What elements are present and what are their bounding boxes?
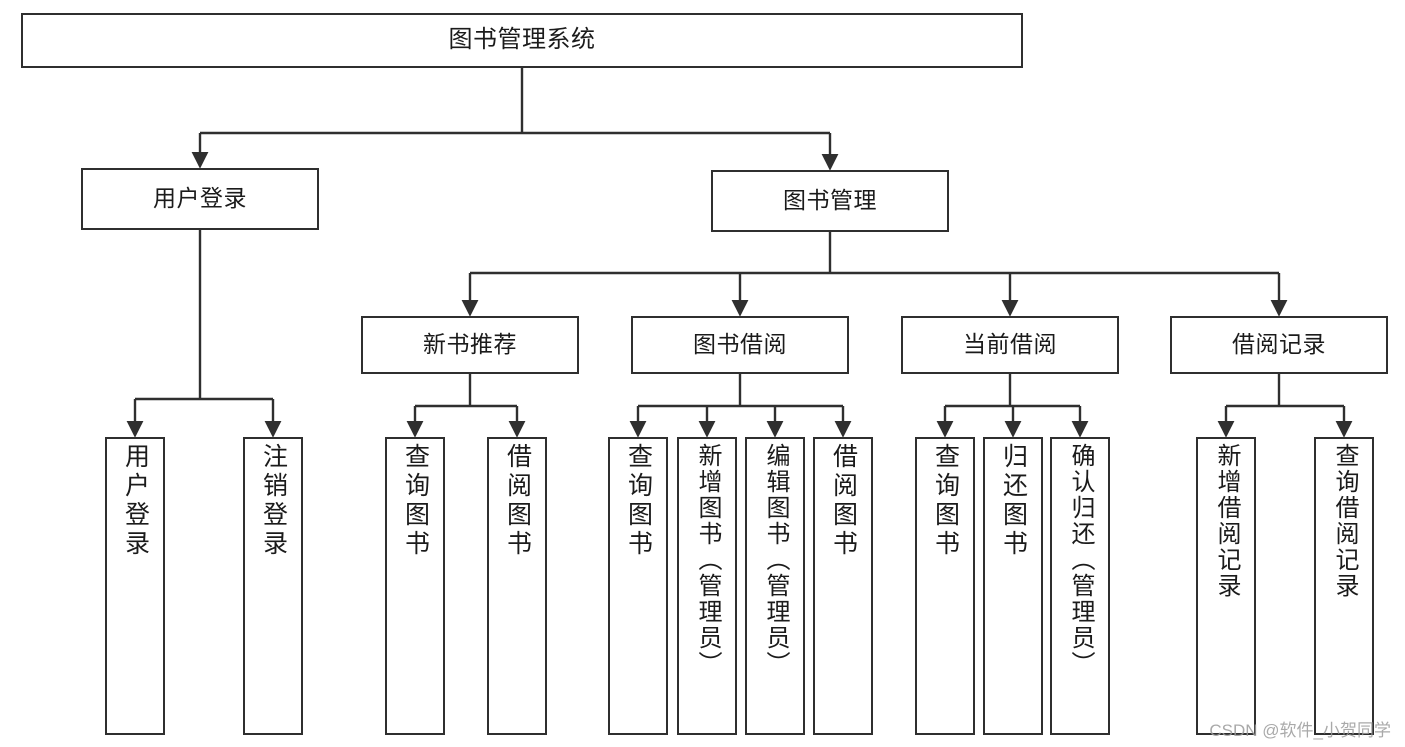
- node-label: 注销登录: [259, 443, 288, 559]
- csdn-watermark: CSDN @软件_小贺同学: [1209, 721, 1391, 740]
- node-label: 借阅图书: [829, 443, 858, 559]
- node-label: 查询图书: [401, 443, 430, 559]
- node-label: 查询图书: [931, 443, 960, 559]
- node-leaf1[interactable]: 用户登录: [105, 437, 165, 735]
- node-label: 图书借阅: [693, 331, 787, 358]
- node-root[interactable]: 图书管理系统: [21, 13, 1023, 68]
- node-bookmgmt[interactable]: 图书管理: [711, 170, 949, 232]
- node-label: 借阅记录: [1232, 331, 1326, 358]
- node-label: 新书推荐: [423, 331, 517, 358]
- node-login[interactable]: 用户登录: [81, 168, 319, 230]
- node-current[interactable]: 当前借阅: [901, 316, 1119, 374]
- node-label: 新增图书（管理员）: [694, 443, 721, 677]
- node-label: 查询图书: [624, 443, 653, 559]
- node-label: 图书管理系统: [448, 26, 596, 54]
- node-label: 借阅图书: [503, 443, 532, 559]
- node-label: 用户登录: [121, 443, 150, 559]
- node-leaf13[interactable]: 查询借阅记录: [1314, 437, 1374, 735]
- connector-lines: [126, 68, 1353, 438]
- node-leaf8[interactable]: 借阅图书: [813, 437, 873, 735]
- node-newbook[interactable]: 新书推荐: [361, 316, 579, 374]
- node-label: 新增借阅记录: [1213, 443, 1240, 599]
- node-records[interactable]: 借阅记录: [1170, 316, 1388, 374]
- node-leaf12[interactable]: 新增借阅记录: [1196, 437, 1256, 735]
- node-leaf5[interactable]: 查询图书: [608, 437, 668, 735]
- node-leaf9[interactable]: 查询图书: [915, 437, 975, 735]
- node-leaf2[interactable]: 注销登录: [243, 437, 303, 735]
- node-label: 当前借阅: [963, 331, 1057, 358]
- node-borrow[interactable]: 图书借阅: [631, 316, 849, 374]
- node-leaf11[interactable]: 确认归还（管理员）: [1050, 437, 1110, 735]
- node-leaf10[interactable]: 归还图书: [983, 437, 1043, 735]
- node-leaf4[interactable]: 借阅图书: [487, 437, 547, 735]
- node-label: 图书管理: [783, 187, 877, 214]
- node-label: 归还图书: [999, 443, 1028, 559]
- node-leaf3[interactable]: 查询图书: [385, 437, 445, 735]
- node-label: 用户登录: [153, 185, 247, 212]
- node-label: 查询借阅记录: [1331, 443, 1358, 599]
- node-label: 编辑图书（管理员）: [762, 443, 789, 677]
- node-leaf7[interactable]: 编辑图书（管理员）: [745, 437, 805, 735]
- node-label: 确认归还（管理员）: [1067, 443, 1094, 677]
- node-leaf6[interactable]: 新增图书（管理员）: [677, 437, 737, 735]
